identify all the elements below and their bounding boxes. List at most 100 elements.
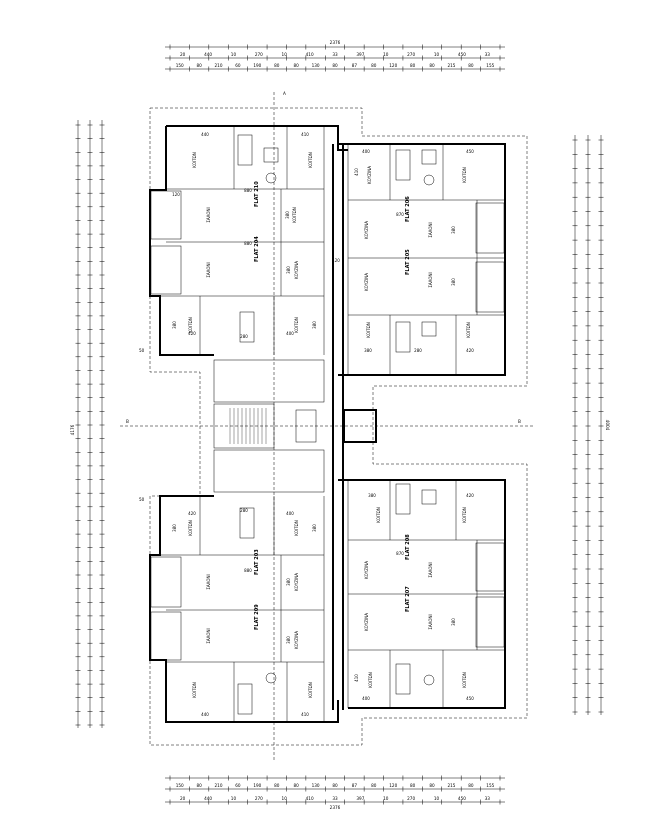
top-dim-label: 80 — [371, 63, 377, 68]
top-dim-label: 270 — [255, 52, 263, 57]
top-dim-label: 155 — [486, 63, 494, 68]
flat-208-label: FLAT 208 — [405, 534, 411, 560]
room-label: ΚΟΙΤΩΝ — [462, 167, 467, 182]
room-label: 380 — [172, 321, 177, 329]
bottom-dim-label: 410 — [306, 796, 314, 801]
top-dim-label: 270 — [407, 52, 415, 57]
top-dim-label: 60 — [235, 63, 241, 68]
bottom-dim-label: 80 — [332, 783, 338, 788]
bottom-dim-label: 10 — [383, 796, 389, 801]
bottom-dim-label: 397 — [356, 796, 364, 801]
flat-210-label: FLAT 210 — [254, 181, 260, 207]
top-dim-label: 10 — [434, 52, 440, 57]
level-mark-top: 50 — [139, 348, 145, 353]
bottom-dim-label: 33 — [332, 796, 338, 801]
bottom-dim-label: 80 — [294, 783, 300, 788]
room-label: 380 — [368, 493, 376, 498]
top-dim-label: 130 — [312, 63, 320, 68]
bottom-dim-label: 155 — [486, 783, 494, 788]
bottom-dim-label: 190 — [253, 783, 261, 788]
bottom-dim-label: 80 — [468, 783, 474, 788]
room-label: ΚΟΥΖΙΝΑ — [294, 631, 299, 649]
room-label: 410 — [301, 712, 309, 717]
left-dimensions: 4176 — [70, 120, 105, 728]
room-label: ΣΑΛΟΝΙ — [428, 562, 433, 577]
section-mark-a: A — [283, 91, 286, 96]
room-label: ΚΟΙΤΩΝ — [376, 507, 381, 522]
top-dim-label: 80 — [294, 63, 300, 68]
room-label: 380 — [312, 524, 317, 532]
room-label: ΣΑΛΟΝΙ — [428, 222, 433, 237]
flat-207-label: FLAT 207 — [405, 586, 411, 612]
room-label: 380 — [451, 618, 456, 626]
room-label: 400 — [362, 149, 370, 154]
bottom-dim-label: 87 — [352, 783, 358, 788]
room-label: ΚΟΙΤΩΝ — [292, 207, 297, 222]
room-label: ΚΟΙΤΩΝ — [294, 317, 299, 332]
room-label: ΚΟΙΤΩΝ — [294, 520, 299, 535]
room-label: ΚΟΥΖΙΝΑ — [294, 573, 299, 591]
room-label: 870 — [396, 212, 404, 217]
balconies — [150, 190, 505, 661]
flat-206-label: FLAT 206 — [405, 196, 411, 222]
room-label: ΚΟΙΤΩΝ — [308, 682, 313, 697]
room-label: ΣΑΛΟΝΙ — [206, 574, 211, 589]
top-dim-label: 33 — [332, 52, 338, 57]
bottom-dim-label: 270 — [407, 796, 415, 801]
bottom-dim-label: 10 — [282, 796, 288, 801]
room-label: ΚΟΙΤΩΝ — [462, 672, 467, 687]
room-label: 420 — [188, 511, 196, 516]
room-label: ΣΑΛΟΝΙ — [206, 262, 211, 277]
room-label: ΣΑΛΟΝΙ — [428, 614, 433, 629]
top-dim-label: 10 — [282, 52, 288, 57]
bottom-dim-label: 270 — [255, 796, 263, 801]
exterior-walls — [149, 125, 506, 723]
room-label: ΣΑΛΟΝΙ — [428, 272, 433, 287]
top-dim-label: 450 — [458, 52, 466, 57]
room-label: ΚΟΙΤΩΝ — [368, 672, 373, 687]
room-label: 400 — [286, 511, 294, 516]
room-label: 380 — [285, 211, 290, 219]
right-total-dim: 4004 — [605, 420, 610, 431]
top-dim-label: 190 — [253, 63, 261, 68]
top-dim-label: 150 — [176, 63, 184, 68]
bottom-dim-label: 10 — [434, 796, 440, 801]
top-dim-label: 80 — [410, 63, 416, 68]
top-dim-label: 20 — [180, 52, 186, 57]
left-total-dim: 4176 — [70, 424, 75, 435]
top-dim-label: 397 — [356, 52, 364, 57]
room-label: 120 — [172, 192, 180, 197]
room-label: ΚΟΙΤΩΝ — [462, 507, 467, 522]
room-label: ΚΟΥΖΙΝΑ — [364, 613, 369, 631]
room-label: 410 — [354, 168, 359, 176]
bottom-dim-label: 20 — [180, 796, 186, 801]
stair-core — [213, 359, 377, 493]
room-label: ΚΟΥΖΙΝΑ — [364, 273, 369, 291]
room-label: 120 — [332, 258, 340, 263]
bottom-total-dim: 2376 — [330, 805, 341, 810]
room-label: 380 — [172, 524, 177, 532]
bottom-dim-label: 215 — [447, 783, 455, 788]
flat-205-label: FLAT 205 — [405, 249, 411, 275]
section-mark-b-left: B — [126, 419, 129, 424]
room-label: 380 — [364, 348, 372, 353]
top-dim-label: 80 — [429, 63, 435, 68]
top-dim-label: 80 — [196, 63, 202, 68]
room-label: 880 — [244, 188, 252, 193]
bottom-dim-label: 80 — [196, 783, 202, 788]
room-label: 380 — [286, 636, 291, 644]
bottom-dim-label: 130 — [312, 783, 320, 788]
top-dim-label: 33 — [485, 52, 491, 57]
room-label: ΚΟΥΖΙΝΑ — [364, 561, 369, 579]
top-total-dim: 2376 — [330, 40, 341, 45]
room-label: 400 — [362, 696, 370, 701]
room-label: ΚΟΙΤΩΝ — [366, 322, 371, 337]
room-label: 380 — [286, 578, 291, 586]
bathroom-fixtures — [237, 134, 437, 715]
top-dim-label: 80 — [468, 63, 474, 68]
room-label: 440 — [201, 712, 209, 717]
room-label: 440 — [201, 132, 209, 137]
